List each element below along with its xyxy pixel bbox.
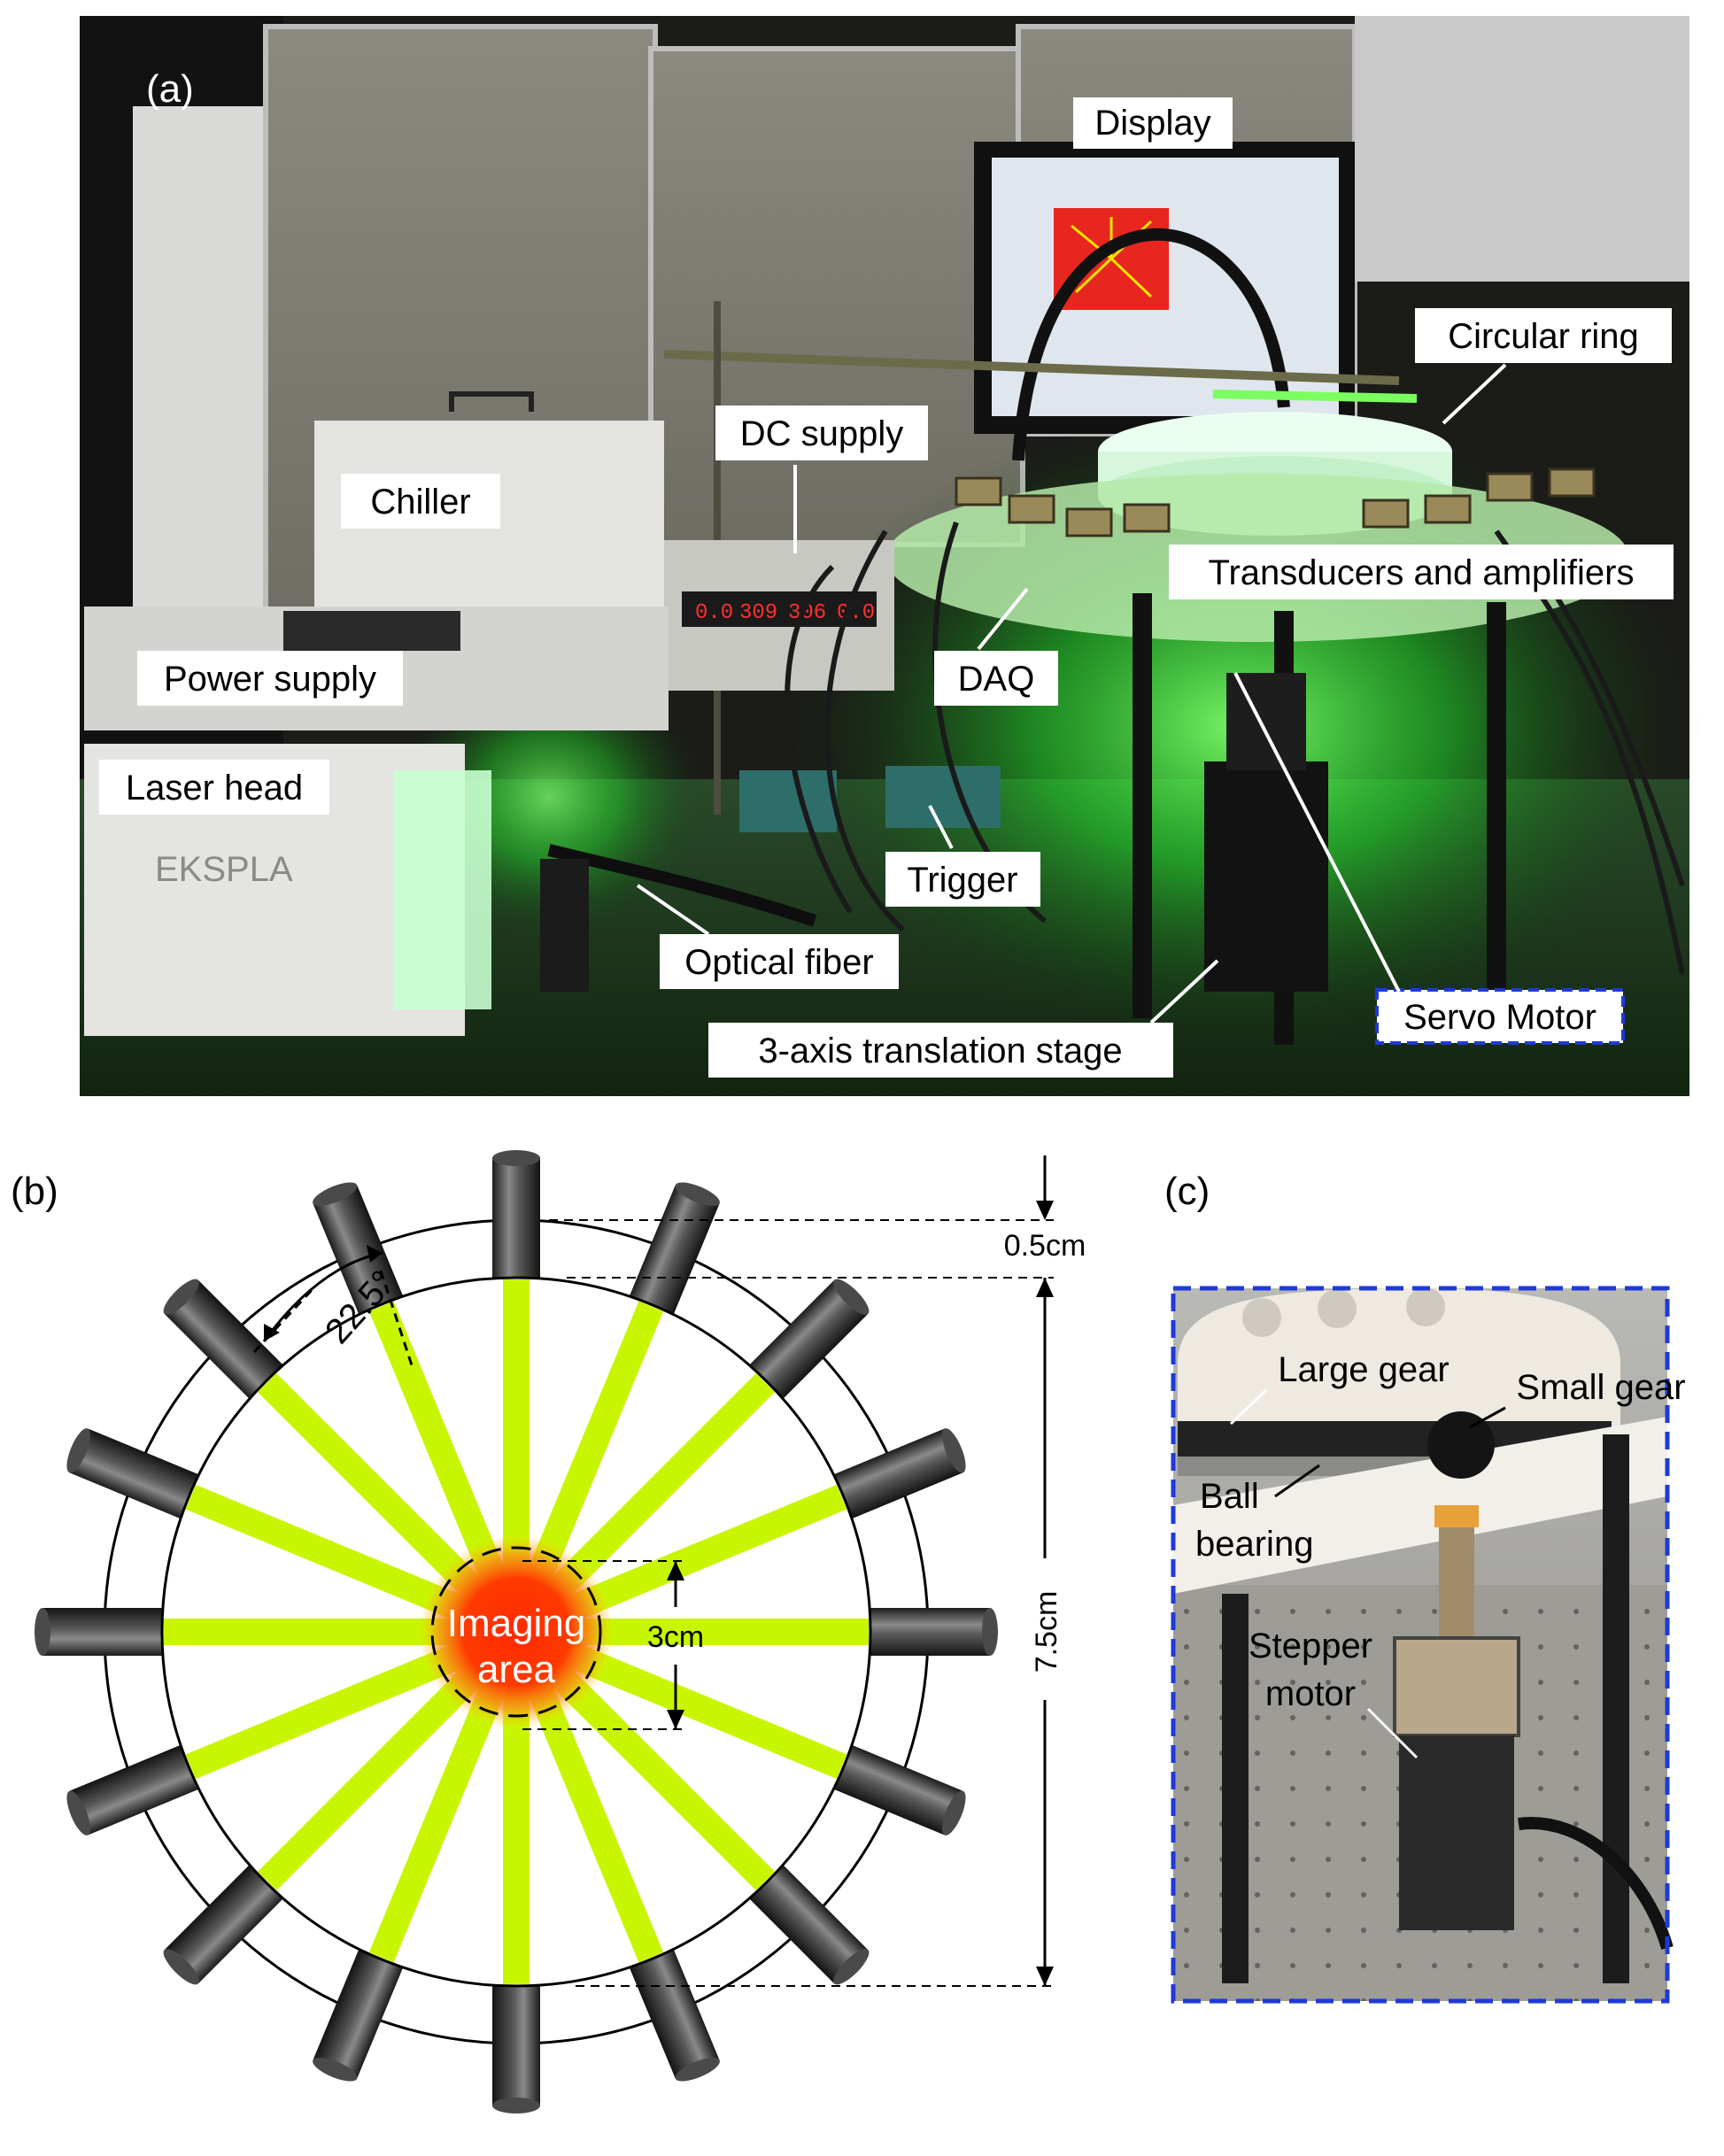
label-transducers: Transducers and amplifiers	[1169, 545, 1674, 599]
arrow-servo-motor	[1233, 672, 1401, 993]
label-stepper-line1: Stepper	[1249, 1627, 1372, 1665]
svg-text:DAQ: DAQ	[958, 660, 1035, 699]
svg-text:Power supply: Power supply	[164, 660, 376, 699]
svg-text:Laser head: Laser head	[126, 769, 303, 808]
transducer-6	[834, 1745, 966, 1835]
label-circular-ring: Circular ring	[1415, 308, 1672, 363]
transducer-5	[870, 1608, 998, 1656]
transducer-4	[834, 1428, 966, 1518]
imaging-glow	[419, 1534, 614, 1729]
label-servo-motor: Servo Motor	[1375, 988, 1625, 1045]
arrow-trigger	[928, 805, 954, 849]
fiber-arch	[1012, 228, 1290, 461]
panel-a-letter: (a)	[146, 67, 194, 111]
label-chiller: Chiller	[341, 474, 500, 529]
label-trigger: Trigger	[885, 852, 1040, 907]
trigger-box	[885, 766, 1001, 828]
meter-readout-2: 309	[739, 601, 777, 625]
label-display: Display	[1073, 97, 1233, 149]
dim-outer: 0.5cm	[549, 1155, 1086, 1279]
imaging-area-line2: area	[477, 1648, 556, 1691]
stepper-motor-hw	[1393, 1636, 1520, 1737]
label-daq: DAQ	[934, 651, 1058, 706]
panel-b-diagram: (b) Imaging area 22.5° 0.5cm	[11, 1150, 1086, 2113]
transducer-1	[492, 1150, 540, 1278]
transducer-15	[163, 1279, 283, 1399]
svg-text:Display: Display	[1094, 104, 1210, 143]
dim-diameter: 7.5cm	[576, 1278, 1063, 1987]
panel-c-frame	[1171, 1286, 1670, 2004]
translation-stage-hw	[1204, 761, 1328, 992]
label-ball-line2: bearing	[1195, 1525, 1313, 1564]
svg-text:Optical fiber: Optical fiber	[684, 943, 873, 982]
arrow-circular-ring	[1442, 363, 1507, 425]
svg-text:Trigger: Trigger	[907, 861, 1017, 900]
panel-b-letter: (b)	[11, 1170, 58, 1213]
panel-c-letter: (c)	[1164, 1170, 1210, 1213]
poster-wall	[1355, 16, 1689, 282]
brand-mark: EKSPLA	[155, 850, 293, 889]
label-ball-line1: Ball	[1200, 1477, 1259, 1516]
svg-text:Chiller: Chiller	[370, 483, 470, 522]
daq-box	[739, 770, 837, 832]
transducer-10	[313, 1950, 403, 2082]
arrow-daq	[977, 587, 1029, 651]
arrow-optical-fiber	[636, 884, 710, 936]
panel-a-photo: 0.0 309 306 0.0 EKSPLA (a) Display	[80, 16, 1700, 1096]
arrow-stage	[1149, 959, 1219, 1024]
transducer-11	[163, 1865, 283, 1985]
dim-imaging: 3cm	[522, 1560, 704, 1730]
svg-text:DC supply: DC supply	[740, 414, 904, 453]
svg-text:Transducers and amplifiers: Transducers and amplifiers	[1209, 553, 1635, 592]
label-optical-fiber: Optical fiber	[660, 934, 899, 989]
svg-text:Servo Motor: Servo Motor	[1403, 998, 1596, 1037]
dim-diameter-label: 7.5cm	[1030, 1591, 1063, 1673]
imaging-area-line1: Imaging	[447, 1602, 586, 1645]
transducer-14	[66, 1428, 198, 1518]
transducer-16	[313, 1182, 403, 1314]
label-small-gear: Small gear	[1516, 1368, 1685, 1407]
transducer-blocks	[955, 468, 1596, 537]
angle-arc	[262, 1251, 383, 1342]
transducer-13	[35, 1608, 162, 1656]
label-large-gear: Large gear	[1278, 1350, 1449, 1389]
transducer-7	[749, 1865, 870, 1985]
ring-housing	[1178, 1288, 1620, 1434]
dim-outer-label: 0.5cm	[1004, 1229, 1086, 1263]
support-rod	[663, 350, 1400, 385]
controller-pad	[283, 611, 460, 651]
transducer-12	[66, 1745, 198, 1835]
optical-fiber-hw	[547, 844, 817, 927]
platform-board	[1173, 1417, 1667, 1594]
transducer-2	[630, 1182, 720, 1314]
transducer-3	[749, 1279, 870, 1399]
transducer-8	[630, 1950, 720, 2082]
transducer-9	[492, 1986, 540, 2113]
svg-text:Circular ring: Circular ring	[1448, 317, 1639, 356]
svg-text:3-axis translation stage: 3-axis translation stage	[758, 1032, 1122, 1070]
small-gear-hw	[1427, 1411, 1495, 1479]
imaging-boundary	[430, 1546, 602, 1718]
meter-readout-1: 0.0	[695, 601, 733, 625]
transducer-tubes	[35, 1150, 998, 2113]
label-stepper-line2: motor	[1265, 1674, 1356, 1713]
dim-imaging-label: 3cm	[647, 1620, 704, 1654]
label-power-supply: Power supply	[137, 651, 403, 706]
label-laser-head: Laser head	[99, 760, 329, 815]
label-stage: 3-axis translation stage	[708, 1023, 1173, 1078]
panel-c-photo: (c) Large gear Small gear Ball bearing	[1164, 1170, 1686, 2004]
label-dc-supply: DC supply	[715, 406, 928, 460]
door	[133, 106, 266, 691]
